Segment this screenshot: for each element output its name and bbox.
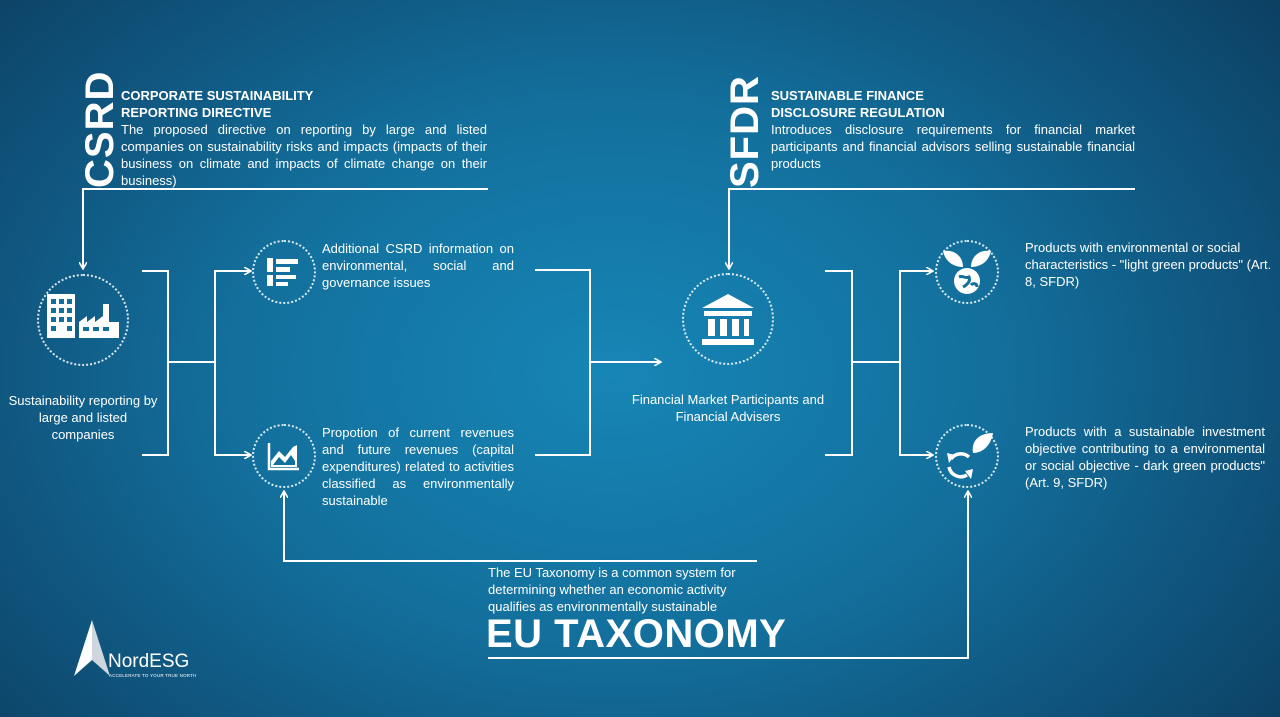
north-arrow-icon: [74, 620, 110, 676]
csrd-title-line2: REPORTING DIRECTIVE: [121, 105, 272, 120]
csrd-header: CORPORATE SUSTAINABILITY REPORTING DIREC…: [121, 87, 487, 189]
dark-green-node: [935, 424, 999, 488]
factory-buildings-icon: [47, 294, 119, 338]
branch-fork-right: [899, 270, 930, 456]
fmp-node: [682, 273, 774, 365]
logo-tagline: ACCELERATE TO YOUR TRUE NORTH: [109, 673, 197, 678]
branch-fork-left: [214, 270, 250, 456]
sfdr-title-line2: DISCLOSURE REGULATION: [771, 105, 945, 120]
area-chart-icon: [267, 443, 299, 471]
sfdr-acronym: SFDR: [723, 75, 767, 188]
logo-name: NordESG: [108, 651, 190, 672]
csrd-title-line1: CORPORATE SUSTAINABILITY: [121, 88, 314, 103]
list-document-icon: [267, 258, 298, 286]
taxonomy-to-revenues: [284, 492, 757, 562]
light-green-label: Products with environmental or social ch…: [1025, 240, 1272, 289]
revenues-label: Propotion of current revenues and future…: [322, 425, 514, 508]
csrd-info-label: Additional CSRD information on environme…: [322, 241, 514, 290]
csrd-connector: [83, 188, 488, 268]
sfdr-description: Introduces disclosure requirements for f…: [771, 122, 1135, 171]
revenues-node: [252, 424, 316, 488]
dark-green-label: Products with a sustainable investment o…: [1025, 424, 1265, 490]
sfdr-title-line1: SUSTAINABLE FINANCE: [771, 88, 924, 103]
csrd-acronym: CSRD: [78, 70, 122, 188]
taxonomy-to-dark-green: [488, 492, 968, 659]
companies-label: Sustainability reporting by large and li…: [8, 393, 158, 442]
csrd-description: The proposed directive on reporting by l…: [121, 122, 487, 188]
bank-building-icon: [702, 294, 754, 345]
sfdr-header: SUSTAINABLE FINANCE DISCLOSURE REGULATIO…: [771, 87, 1135, 172]
sfdr-connector: [729, 188, 1135, 268]
fmp-label: Financial Market Participants and Financ…: [631, 392, 825, 424]
companies-node: [37, 274, 129, 366]
nordesg-logo: NordESG ACCELERATE TO YOUR TRUE NORTH: [72, 620, 202, 682]
recycle-leaf-icon: [947, 433, 993, 479]
info-bracket: [535, 269, 591, 456]
light-green-node: [935, 240, 999, 304]
fmp-bracket: [825, 270, 853, 456]
taxonomy-description: The EU Taxonomy is a common system for d…: [488, 565, 736, 614]
globe-leaves-icon: [943, 250, 991, 294]
csrd-info-node: [252, 240, 316, 304]
taxonomy-title: EU TAXONOMY: [486, 612, 787, 656]
